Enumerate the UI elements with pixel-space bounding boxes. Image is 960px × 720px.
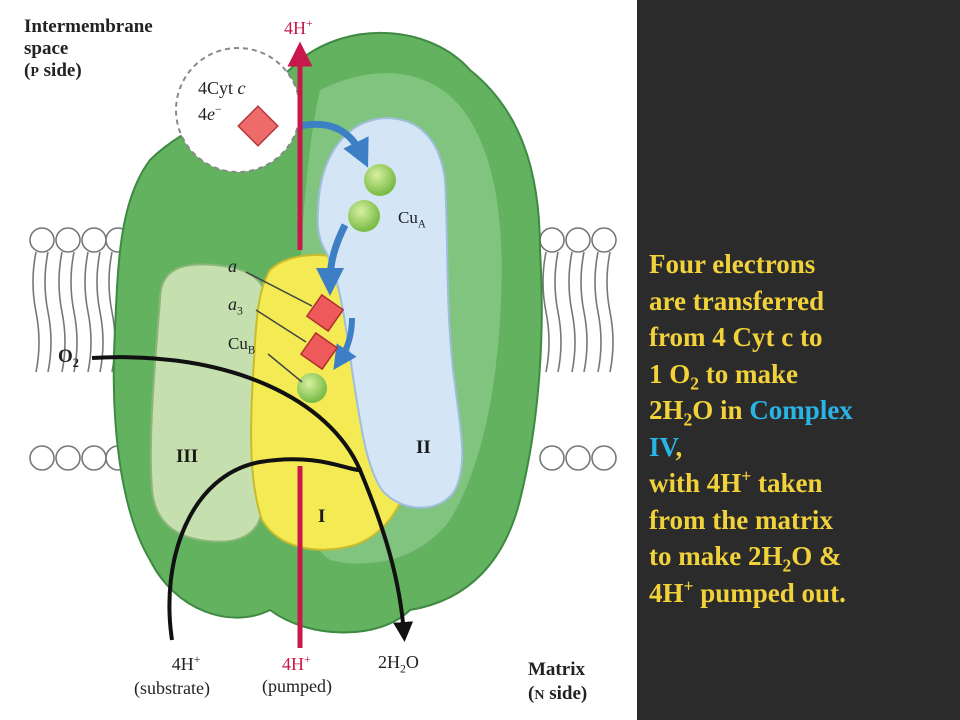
substrate-proton-arc bbox=[167, 457, 363, 641]
substrate-proton-label: 4H+ (substrate) bbox=[134, 653, 210, 698]
oxygen-path-arrow bbox=[91, 355, 414, 642]
heme-a bbox=[305, 293, 345, 333]
complex-iv-highlight: Complex bbox=[749, 395, 853, 425]
caption-line-7: with 4H+ taken bbox=[649, 466, 823, 498]
electron-flow-arrow-2 bbox=[316, 223, 349, 296]
heme-a3-label: a3 bbox=[228, 294, 243, 318]
caption-text: Four electrons are transferred from 4 Cy… bbox=[649, 246, 954, 611]
diagram-artwork bbox=[29, 31, 617, 648]
electrons-label: 4e− bbox=[198, 103, 222, 124]
electron-flow-arrow-3 bbox=[333, 317, 357, 370]
subunit-ii-label: II bbox=[416, 437, 431, 458]
matrix-side-label: Matrix (N side) bbox=[528, 659, 588, 704]
cu-a-label: CuA bbox=[398, 208, 426, 231]
caption-line-2: are transferred bbox=[649, 285, 825, 316]
caption-line-9: to make 2H2O & bbox=[649, 541, 842, 576]
caption-line-1: Four electrons bbox=[649, 249, 816, 279]
electron-flow-arrow-1 bbox=[299, 120, 369, 168]
oxygen-label: O2 bbox=[58, 346, 79, 370]
water-label: 2H2O bbox=[378, 652, 419, 676]
caption-line-5: 2H2O in Complex bbox=[649, 395, 853, 430]
cu-b-center bbox=[297, 373, 327, 403]
pumped-note-label: (pumped) bbox=[262, 676, 332, 696]
cyt-c-label: 4Cyt c bbox=[198, 78, 246, 98]
lipid-bilayer-right bbox=[539, 227, 617, 471]
caption-line-8: from the matrix bbox=[649, 504, 833, 535]
subunit-iii-label: III bbox=[176, 446, 199, 467]
cu-a-center-1 bbox=[364, 164, 396, 196]
cu-a-center-2 bbox=[348, 200, 380, 232]
cytochrome-c-heme bbox=[237, 105, 279, 147]
cu-b-label: CuB bbox=[228, 334, 256, 357]
caption-line-4: 1 O2 to make bbox=[649, 358, 799, 393]
complex-iv-diagram: Intermembrane space (P side) 4H+ 4Cyt c … bbox=[24, 16, 617, 704]
caption-panel bbox=[637, 0, 960, 720]
caption-line-3: from 4 Cyt c to bbox=[649, 322, 823, 352]
top-proton-label: 4H+ bbox=[284, 17, 313, 38]
caption-line-6: IV, bbox=[649, 431, 683, 462]
pumped-proton-label: 4H+ bbox=[282, 653, 311, 674]
subunit-i-label: I bbox=[318, 506, 326, 527]
intermembrane-space-label: Intermembrane space (P side) bbox=[24, 16, 153, 81]
heme-a3 bbox=[299, 331, 339, 371]
heme-a-label: a bbox=[228, 256, 237, 276]
cytochrome-c-circle bbox=[175, 47, 301, 173]
caption-line-10: 4H+ pumped out. bbox=[649, 575, 846, 608]
